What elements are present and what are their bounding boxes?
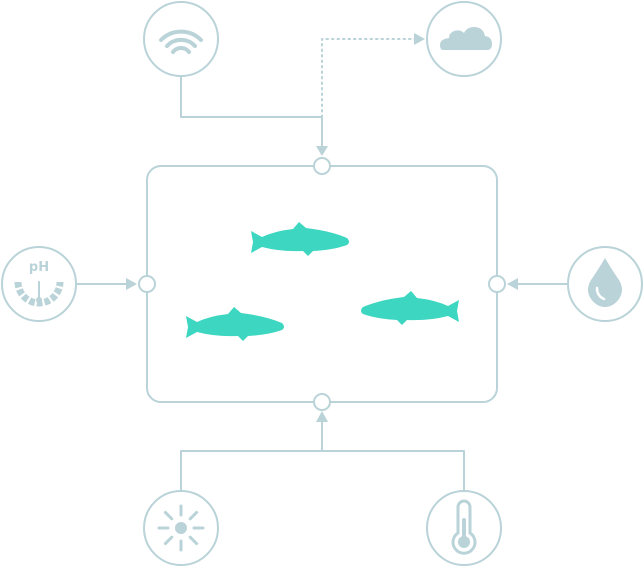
fish-2	[186, 307, 284, 341]
bottom-connector-arrow	[316, 411, 328, 422]
temperature-connector	[321, 450, 465, 492]
wifi-icon	[159, 29, 203, 54]
fish-group	[186, 222, 459, 341]
ph-node: pH	[1, 246, 77, 322]
tank-port-top	[313, 157, 331, 175]
fish-1	[251, 222, 349, 256]
tank-port-bottom	[313, 393, 331, 411]
tank	[138, 157, 506, 411]
fish-3	[361, 291, 459, 325]
cloud-node	[426, 1, 502, 77]
water-connector-arrow	[507, 278, 518, 290]
connectors	[76, 33, 568, 492]
cloud-icon	[440, 27, 492, 50]
ph-label: pH	[29, 260, 49, 275]
light-connector	[180, 450, 323, 492]
tank-port-left	[138, 275, 156, 293]
wifi-connector-arrow	[316, 146, 328, 156]
water-drop-highlight	[595, 286, 606, 301]
tank-port-right	[488, 275, 506, 293]
cloud-connector-arrow	[414, 33, 425, 45]
tank-outline	[146, 165, 498, 403]
thermometer-icon	[451, 499, 477, 555]
water-drop-icon	[588, 258, 622, 307]
temperature-node	[426, 490, 502, 566]
light-node	[143, 490, 219, 566]
ph-needle-pivot	[36, 297, 42, 303]
cloud-connector	[321, 38, 417, 118]
ph-connector-arrow	[126, 278, 137, 290]
wifi-connector	[180, 76, 323, 149]
sun-icon	[157, 504, 205, 552]
water-node	[567, 246, 643, 322]
wifi-node	[143, 1, 219, 77]
